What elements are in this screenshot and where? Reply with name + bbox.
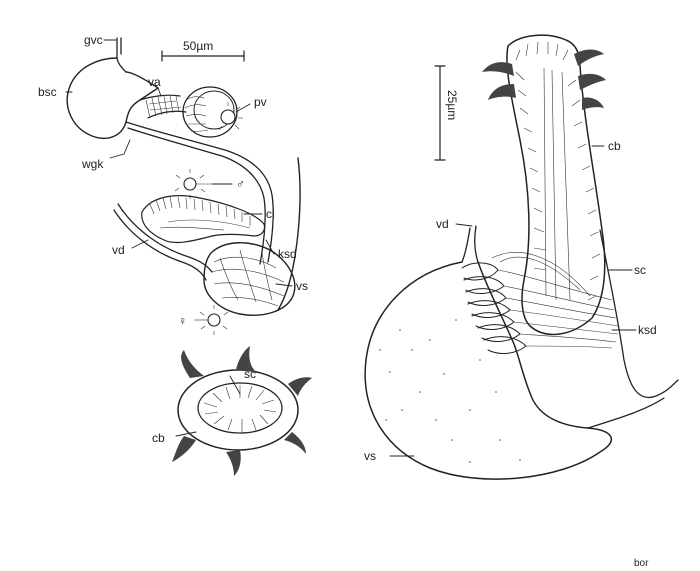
pv-folds <box>184 96 209 132</box>
label-ci: ci <box>266 207 275 221</box>
ksd-right-ducts <box>491 252 619 349</box>
label-vs-left: vs <box>296 279 308 293</box>
pv-disc-inner <box>193 90 235 130</box>
pv-pore-rays <box>218 102 243 131</box>
scale-bar-left: 50µm <box>161 39 245 62</box>
scale-bar-right: 25µm <box>434 65 459 161</box>
cirrus-body <box>141 195 266 244</box>
cross-section-inner <box>197 382 283 434</box>
label-female: ♀ <box>178 314 187 328</box>
cross-section-drawing <box>172 346 312 476</box>
cb-right-hook-2 <box>488 84 516 100</box>
cb-spine-2 <box>236 346 256 372</box>
label-wgk: wgk <box>81 157 104 171</box>
label-bsc: bsc <box>38 85 57 99</box>
cb-right-cirrus <box>506 34 606 336</box>
vd-left-inner <box>113 209 207 281</box>
va-stalk <box>139 94 187 119</box>
left-organ-drawing <box>66 37 301 335</box>
label-va: va <box>148 75 161 89</box>
scale-bar-left-line <box>161 50 245 62</box>
labels: gvc bsc va pv wgk ♂ ci ksd vd vs ♀ sc cb… <box>38 33 657 569</box>
label-sc-small: sc <box>244 367 256 381</box>
label-ksd-right: ksd <box>638 323 657 337</box>
vd-right-duct <box>461 227 471 263</box>
body-wall <box>277 157 301 311</box>
sc-radial-teeth <box>203 385 277 432</box>
cirrus-spines <box>149 196 251 231</box>
pv-disc <box>182 86 238 138</box>
vs-right-vesicle <box>364 261 613 480</box>
vd-left-outer <box>117 203 213 273</box>
label-vd-right: vd <box>436 217 449 231</box>
cb-spine-3 <box>288 377 312 396</box>
vs-left-bulb <box>203 242 296 316</box>
va-striations <box>145 94 182 119</box>
wgk-duct-outer <box>125 121 274 263</box>
label-cb-small: cb <box>152 431 165 445</box>
right-organ-drawing <box>364 34 679 480</box>
author-initials: bor <box>634 558 649 569</box>
cb-right-hook-4 <box>578 73 606 90</box>
label-cb-right: cb <box>608 139 621 153</box>
leader-lines <box>65 39 637 457</box>
label-male: ♂ <box>236 177 245 191</box>
pv-pore <box>220 109 236 125</box>
right-body-wall <box>599 229 679 399</box>
scale-bar-left-label: 50µm <box>183 39 213 53</box>
cb-spine-5 <box>226 450 241 476</box>
cb-right-spines <box>515 41 601 301</box>
cb-right-hook-3 <box>574 49 604 66</box>
label-gvc: gvc <box>84 33 103 47</box>
wgk-duct-inner <box>127 127 266 265</box>
label-vd-left: vd <box>112 243 125 257</box>
cross-section-outer <box>177 369 299 451</box>
sc-right-lobes <box>461 262 527 354</box>
vs-left-texture <box>211 249 285 307</box>
vs-right-stipple <box>379 319 521 463</box>
label-vs-right: vs <box>364 449 376 463</box>
cb-spine-6 <box>172 436 196 462</box>
cb-spine-4 <box>284 432 306 454</box>
scale-bar-right-line <box>434 65 446 161</box>
label-sc-right: sc <box>634 263 646 277</box>
cb-right-hook-1 <box>482 62 514 76</box>
cb-spine-1 <box>181 350 204 378</box>
label-pv: pv <box>254 95 267 109</box>
female-pore <box>207 313 221 327</box>
female-pore-rays <box>194 305 229 335</box>
label-ksd-left: ksd <box>278 247 297 261</box>
right-body-wall-2 <box>587 397 665 429</box>
male-pore <box>183 177 197 191</box>
cb-right-hook-5 <box>582 97 604 110</box>
vd-right-duct-2 <box>474 225 479 263</box>
scale-bar-right-label: 25µm <box>445 90 459 120</box>
